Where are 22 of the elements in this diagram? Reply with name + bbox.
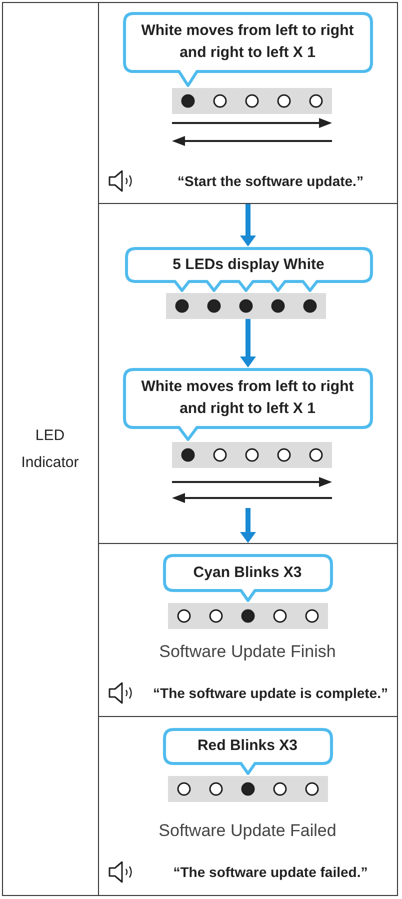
row-header: LED Indicator xyxy=(20,426,80,472)
speech-bubble: White moves from left to right and right to left X 1 xyxy=(122,12,372,86)
voice-prompt: “Start the software update.” xyxy=(176,172,364,191)
voice-prompt: “The software update failed.” xyxy=(172,862,369,882)
speech-bubble: White moves from left to right and right to left X 1 xyxy=(122,368,372,440)
speech-bubble: Cyan Blinks X3 xyxy=(162,554,332,602)
led-strip xyxy=(168,602,328,628)
led-strip xyxy=(168,776,328,802)
table-cell xyxy=(98,2,398,204)
flow-arrow xyxy=(240,508,256,543)
speech-bubble: 5 LEDs display White xyxy=(124,246,372,292)
voice-prompt: “The software update is complete.” xyxy=(152,684,389,703)
flow-arrow xyxy=(240,204,256,246)
table-cell xyxy=(2,2,99,896)
led-strip xyxy=(166,292,326,318)
speech-bubble: Red Blinks X3 xyxy=(162,728,332,774)
table-cell xyxy=(98,716,398,896)
led-strip xyxy=(172,442,332,468)
status-text: Software Update Failed xyxy=(158,820,338,842)
status-text: Software Update Finish xyxy=(158,640,337,662)
led-strip xyxy=(172,88,332,114)
flow-arrow xyxy=(240,318,256,368)
